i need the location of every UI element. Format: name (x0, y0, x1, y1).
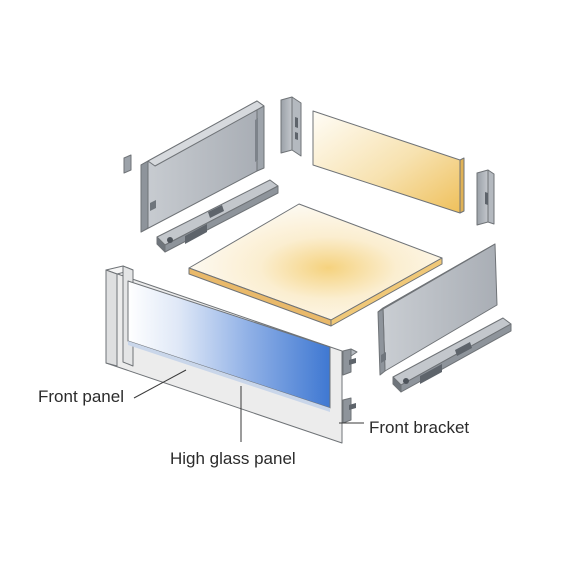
front-bracket-upper (342, 348, 358, 376)
front-panel-leader (133, 369, 187, 399)
right-rear-post (476, 169, 495, 226)
right-drawer-side (377, 243, 498, 376)
left-runner (156, 179, 279, 253)
left-clip (123, 154, 132, 174)
front-bracket-label: Front bracket (369, 418, 469, 437)
back-panel (312, 110, 465, 214)
front-bracket-lower (342, 397, 356, 424)
drawer-bottom (188, 203, 443, 327)
left-rear-post (280, 96, 302, 157)
right-runner (392, 317, 512, 393)
front-panel-label: Front panel (38, 387, 124, 406)
left-drawer-side (140, 100, 265, 233)
high-glass-panel (127, 280, 331, 412)
high-glass-panel-label: High glass panel (170, 449, 296, 468)
